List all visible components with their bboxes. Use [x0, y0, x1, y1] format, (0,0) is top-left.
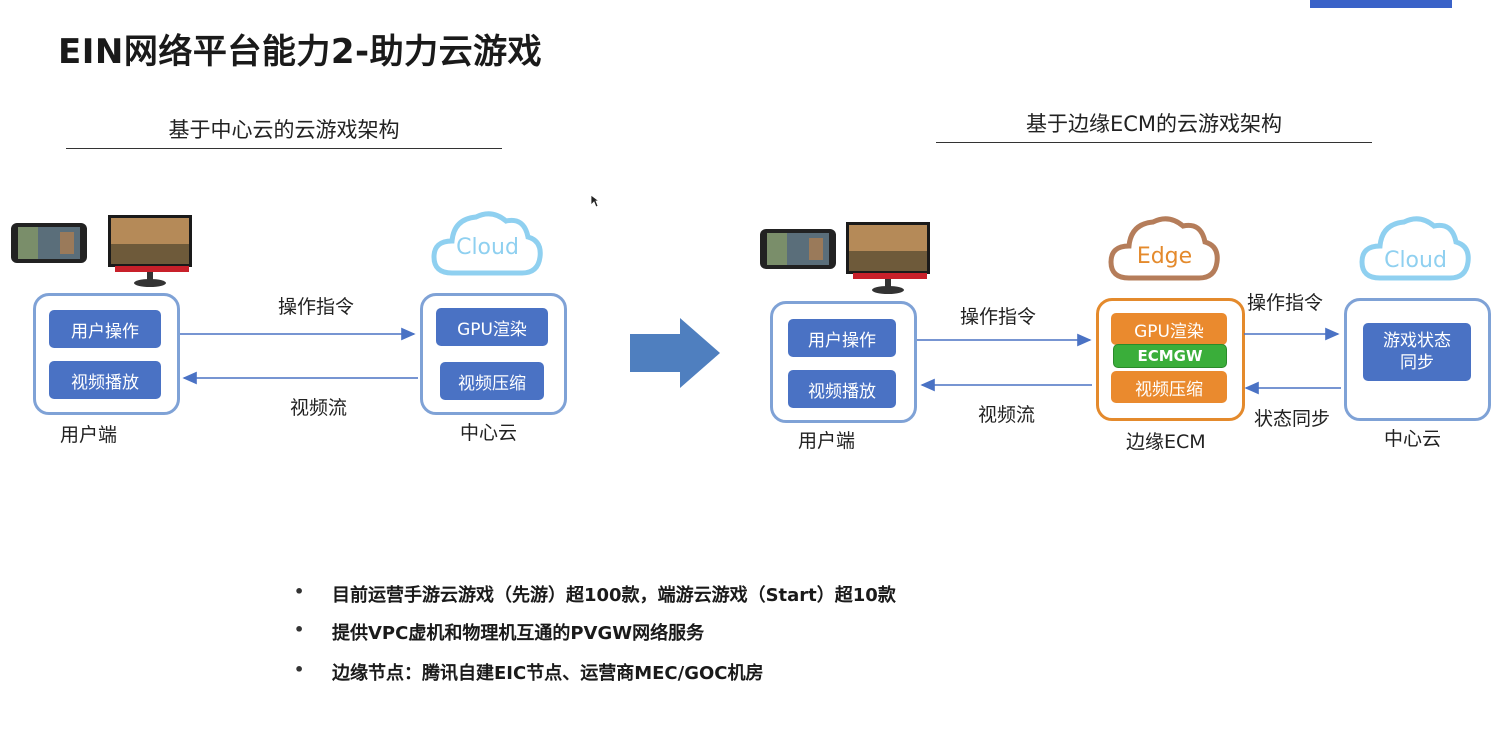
- user-operation-chip: 用户操作: [788, 319, 896, 357]
- left-section-title: 基于中心云的云游戏架构: [168, 118, 400, 142]
- right-section-title: 基于边缘ECM的云游戏架构: [1025, 112, 1283, 136]
- game-state-sync-chip: 游戏状态 同步: [1363, 323, 1471, 381]
- op-command-label: 操作指令: [278, 296, 355, 318]
- center-cloud-label: 中心云: [460, 422, 518, 444]
- transition-arrow-icon: [630, 318, 722, 388]
- bullet-list: • 目前运营手游云游戏（先游）超100款，端游云游戏（Start）超10款 • …: [294, 581, 896, 699]
- top-tab-marker: [1310, 0, 1452, 8]
- center-cloud-box: GPU渲染 视频压缩: [420, 293, 567, 415]
- ecmgw-chip: ECMGW: [1113, 344, 1227, 368]
- cloud-icon-text: Cloud: [1384, 248, 1447, 273]
- cloud-icon-text: Cloud: [456, 235, 519, 260]
- gpu-render-chip: GPU渲染: [436, 308, 548, 346]
- state-sync-label: 状态同步: [1254, 408, 1331, 430]
- bullet-dot: •: [294, 620, 305, 639]
- op-command-label: 操作指令: [960, 306, 1037, 328]
- user-terminal-label: 用户端: [798, 430, 856, 452]
- monitor-icon: [845, 221, 931, 295]
- bullet-text: 提供VPC虚机和物理机互通的PVGW网络服务: [332, 623, 705, 644]
- user-operation-chip: 用户操作: [49, 310, 161, 348]
- bullet-text: 边缘节点：腾讯自建EIC节点、运营商MEC/GOC机房: [332, 663, 764, 684]
- list-item: • 目前运营手游云游戏（先游）超100款，端游云游戏（Start）超10款: [294, 581, 896, 619]
- list-item: • 边缘节点：腾讯自建EIC节点、运营商MEC/GOC机房: [294, 659, 763, 699]
- video-playback-chip: 视频播放: [49, 361, 161, 399]
- video-compress-chip: 视频压缩: [1111, 371, 1227, 403]
- cloud-icon: Cloud: [430, 207, 545, 282]
- video-stream-label: 视频流: [290, 397, 348, 419]
- list-item: • 提供VPC虚机和物理机互通的PVGW网络服务: [294, 619, 704, 659]
- phone-icon: [759, 228, 837, 270]
- monitor-icon: [107, 214, 193, 288]
- video-stream-label: 视频流: [978, 404, 1036, 426]
- edge-ecm-box: GPU渲染 ECMGW 视频压缩: [1096, 298, 1245, 421]
- mouse-cursor-icon: [590, 194, 601, 208]
- phone-icon: [10, 222, 88, 264]
- edge-icon-text: Edge: [1136, 244, 1193, 269]
- center-cloud-label: 中心云: [1384, 428, 1442, 450]
- user-terminal-box: 用户操作 视频播放: [770, 301, 917, 423]
- page-title: EIN网络平台能力2-助力云游戏: [58, 32, 543, 72]
- bullet-dot: •: [294, 582, 305, 601]
- right-section-underline: [936, 142, 1372, 143]
- gpu-render-chip: GPU渲染: [1111, 313, 1227, 345]
- cloud-icon: Cloud: [1358, 212, 1473, 287]
- edge-cloud-icon: Edge: [1107, 212, 1222, 287]
- user-terminal-label: 用户端: [60, 424, 118, 446]
- bullet-text: 目前运营手游云游戏（先游）超100款，端游云游戏（Start）超10款: [332, 585, 896, 606]
- bullet-dot: •: [294, 660, 305, 679]
- edge-ecm-label: 边缘ECM: [1126, 431, 1206, 453]
- video-playback-chip: 视频播放: [788, 370, 896, 408]
- op-command-label: 操作指令: [1247, 292, 1324, 314]
- video-compress-chip: 视频压缩: [440, 362, 544, 400]
- left-section-underline: [66, 148, 502, 149]
- user-terminal-box: 用户操作 视频播放: [33, 293, 180, 415]
- center-cloud-box: 游戏状态 同步: [1344, 298, 1491, 421]
